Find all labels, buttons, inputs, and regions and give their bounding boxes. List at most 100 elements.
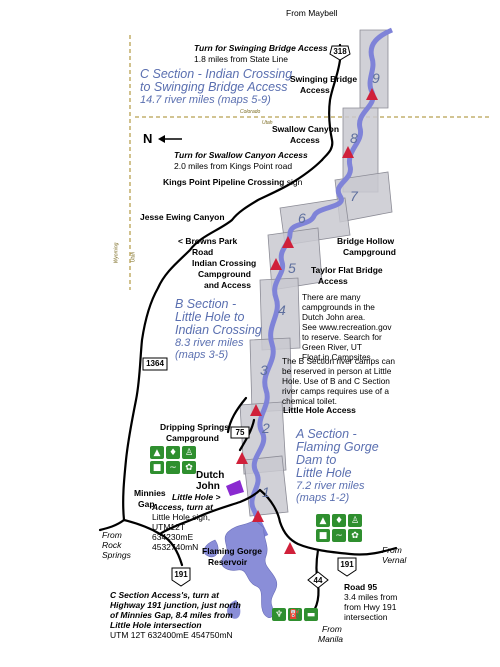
from-manila-2: Manila <box>318 634 344 644</box>
dripping-springs-label-1: Dripping Springs <box>160 422 229 432</box>
lh-access-2: Access, turn at <box>152 502 213 512</box>
turn-swallow-canyon: Turn for Swallow Canyon Access <box>174 150 308 160</box>
road95-label: Road 95 <box>344 582 378 592</box>
a-section-miles-2: (maps 1-2) <box>296 492 350 504</box>
dutch-john-label-1: Dutch <box>196 470 225 481</box>
shield-44 <box>307 571 329 589</box>
north-arrow-head <box>158 135 165 143</box>
map-number-6: 6 <box>298 210 306 226</box>
minnies-gap-label-1: Minnies <box>134 488 166 498</box>
utah-label-side: Utah <box>130 251 137 263</box>
road95-distance-2: from Hwy 191 <box>344 602 397 612</box>
a-section-title-2: Flaming Gorge <box>296 440 379 454</box>
north-arrow-label: N <box>143 131 153 146</box>
gas-icon: ⛽ <box>288 608 302 621</box>
indian-crossing-label-3: and Access <box>204 280 251 290</box>
swallow-canyon-label-1: Swallow Canyon <box>272 124 340 134</box>
browns-park-label-2: Road <box>192 247 214 257</box>
c-access-4: Little Hole intersection <box>110 620 202 630</box>
turn-swallow-canyon-distance: 2.0 miles from Kings Point road <box>174 161 293 171</box>
minnies-gap-label-2: Gap <box>138 499 155 509</box>
a-section-title-4: Little Hole <box>296 466 352 480</box>
fork-knife-icon: ♆ <box>272 608 286 621</box>
colorado-label: Colorado <box>240 109 261 115</box>
b-section-miles-2: (maps 3-5) <box>175 349 229 361</box>
jesse-ewing-label: Jesse Ewing Canyon <box>140 212 225 222</box>
east-campground-icons: ▲ ♦ ♙ ■ ~ ✿ <box>316 514 362 542</box>
from-maybell-label: From Maybell <box>286 8 338 18</box>
reservoir-arm <box>227 600 241 619</box>
vehicle-icon: ■ <box>150 461 164 474</box>
flaming-gorge-reservoir <box>203 519 278 618</box>
toilet-icon: ♙ <box>348 514 362 527</box>
campground-note: There are many campgrounds in the Dutch … <box>302 292 392 362</box>
map-number-2: 2 <box>262 420 270 436</box>
strip-3 <box>249 337 293 413</box>
lh-access-4: UTM12T <box>152 522 186 532</box>
fg-reservoir-label-2: Reservoir <box>208 557 248 567</box>
b-section-label: B Section - Little Hole to Indian Crossi… <box>175 297 262 362</box>
map-number-3: 3 <box>260 362 268 378</box>
boat-ramp-icon: ~ <box>332 529 346 542</box>
from-rock-springs-3: Springs <box>102 550 131 560</box>
bridge-hollow-label-1: Bridge Hollow <box>337 236 395 246</box>
kings-point-name: Kings Point Pipeline Crossing <box>163 177 285 187</box>
shield-44-label: 44 <box>313 576 323 585</box>
boat-ramp-icon: ~ <box>166 461 180 474</box>
wyoming-label: Wyoming <box>113 242 120 264</box>
shield-1364-label: 1364 <box>146 359 164 368</box>
little-hole-road <box>158 488 262 536</box>
c-access-3: of Minnies Gap, 8.4 miles from <box>110 610 233 620</box>
shield-318-label: 318 <box>333 47 347 56</box>
from-rock-springs-2: Rock <box>102 540 122 550</box>
b-section-title-1: B Section - <box>175 297 237 311</box>
indian-crossing-label-1: Indian Crossing <box>192 258 257 268</box>
shield-75-label: 75 <box>235 428 245 437</box>
from-vernal-2: Vernal <box>382 555 407 565</box>
dripping-springs-icons: ▲ ♦ ♙ ■ ~ ✿ <box>150 446 196 474</box>
shield-318 <box>329 45 351 61</box>
vehicle-icon: ■ <box>316 529 330 542</box>
bed-icon: ▬ <box>304 608 318 621</box>
dutch-john-label-2: John <box>196 481 220 492</box>
map-number-8: 8 <box>350 130 358 146</box>
dutch-john-marker <box>226 480 244 496</box>
hwy-75 <box>226 396 248 434</box>
swinging-bridge-label-2: Access <box>300 85 330 95</box>
shield-191-b <box>337 557 357 577</box>
water-icon: ♦ <box>332 514 346 527</box>
lh-access-1: Little Hole > <box>172 492 221 502</box>
a-section-label: A Section - Flaming Gorge Dam to Little … <box>296 428 379 505</box>
map-number-7: 7 <box>350 188 358 204</box>
road95-distance-1: 3.4 miles from <box>344 592 398 602</box>
map-number-5: 5 <box>288 260 296 276</box>
bridge-hollow-label-2: Campground <box>343 247 396 257</box>
taylor-flat-label-2: Access <box>318 276 348 286</box>
turn-swinging-bridge: Turn for Swinging Bridge Access <box>194 43 328 53</box>
camping-icon: ▲ <box>316 514 330 527</box>
shield-1364 <box>142 357 168 371</box>
river-camp-note: The B Section river camps can be reserve… <box>282 356 395 406</box>
swinging-bridge-label-1: Swinging Bridge <box>290 74 358 84</box>
fishing-icon: ✿ <box>182 461 196 474</box>
map-number-9: 9 <box>372 70 380 86</box>
little-hole-access-label: Little Hole Access <box>283 405 356 415</box>
hwy-191-east <box>258 488 398 556</box>
shield-191b-label: 191 <box>340 560 354 569</box>
b-section-miles-1: 8.3 river miles <box>175 337 244 349</box>
road-318 <box>320 43 342 162</box>
south-campground-icons: ♆ ⛽ ▬ <box>272 608 318 621</box>
a-section-title-3: Dam to <box>296 453 337 467</box>
c-access-2: Highway 191 junction, just north <box>110 600 241 610</box>
kings-point-label: Kings Point Pipeline Crossing sign <box>163 177 302 187</box>
fg-reservoir-label-1: Flaming Gorge <box>202 546 262 556</box>
taylor-flat-label-1: Taylor Flat Bridge <box>311 265 383 275</box>
c-section-title-1: C Section - Indian Crossing <box>140 67 293 81</box>
shield-75 <box>230 426 250 439</box>
c-section-title-2: to Swinging Bridge Access <box>140 80 288 94</box>
b-section-title-3: Indian Crossing <box>175 323 262 337</box>
shield-191a-label: 191 <box>174 570 188 579</box>
indian-crossing-label-2: Campground <box>198 269 251 279</box>
